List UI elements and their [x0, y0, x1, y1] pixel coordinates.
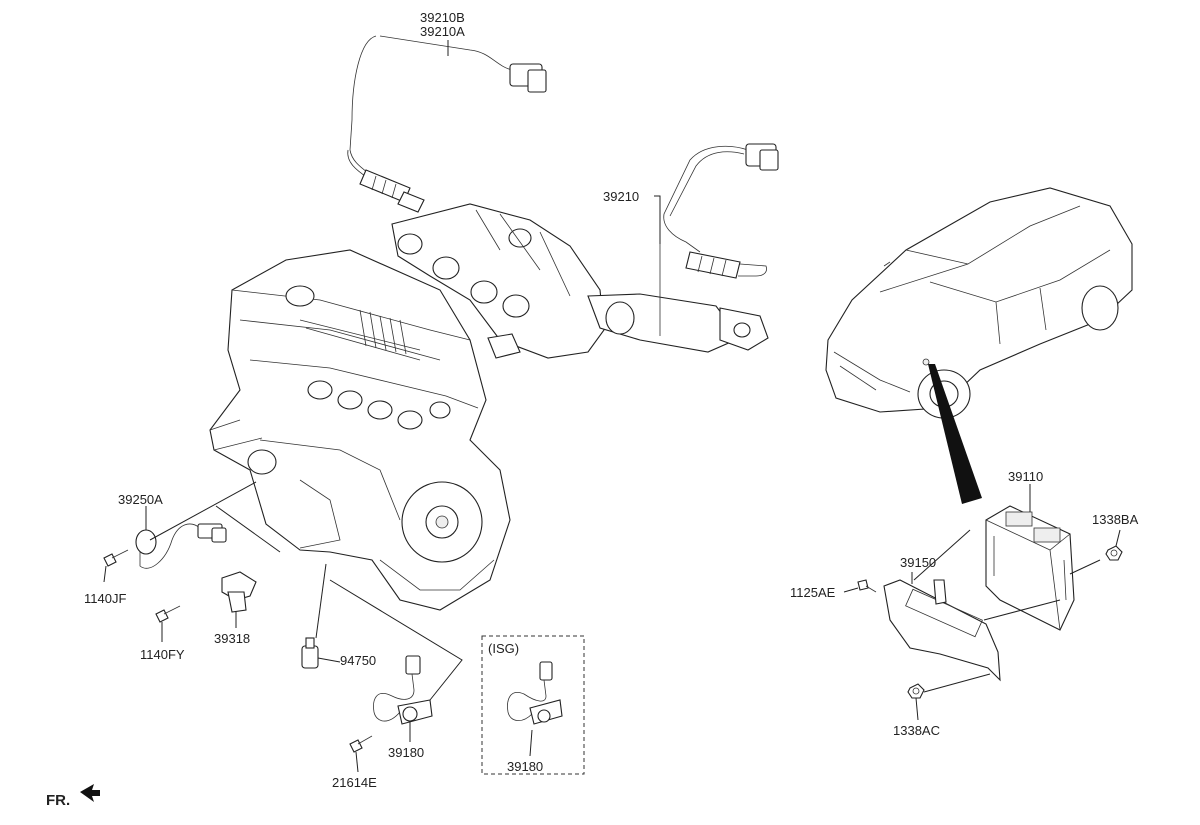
label-39180-isg: 39180 — [507, 759, 544, 774]
bolt-1140fy — [155, 605, 181, 623]
label-1338ba: 1338BA — [1092, 512, 1139, 527]
oxygen-sensor-downstream — [663, 143, 779, 279]
label-94750: 94750 — [340, 653, 377, 668]
ecm-bracket — [883, 579, 1001, 682]
bolt-21614e — [349, 735, 373, 753]
crank-position-sensor — [373, 655, 433, 725]
vehicle-outline — [825, 187, 1133, 419]
location-pointer — [928, 364, 982, 504]
bolt-1140jf — [103, 549, 129, 567]
bolt-1125ae — [857, 579, 877, 593]
cam-position-sensor — [221, 571, 257, 613]
exhaust-manifold — [391, 203, 769, 359]
label-isg: (ISG) — [488, 641, 520, 656]
front-direction-label: FR. — [46, 792, 71, 809]
label-21614e: 21614E — [332, 775, 377, 790]
label-39110: 39110 — [1008, 469, 1044, 484]
oxygen-sensor-upstream — [347, 35, 547, 213]
label-39318: 39318 — [214, 631, 251, 646]
label-39210: 39210 — [603, 189, 640, 204]
label-39210b: 39210B — [420, 10, 465, 25]
label-1338ac: 1338AC — [893, 723, 940, 738]
leader-lines — [103, 40, 1121, 773]
front-arrow-icon — [80, 784, 100, 802]
nut-1338ac — [907, 683, 925, 699]
label-1140jf: 1140JF — [84, 591, 127, 606]
label-39210a: 39210A — [420, 24, 465, 39]
engine-assembly — [209, 249, 511, 611]
ecm-unit — [985, 505, 1075, 631]
oil-pressure-switch — [301, 637, 319, 669]
label-39250a: 39250A — [118, 492, 163, 507]
label-1140fy: 1140FY — [140, 647, 185, 662]
label-39180: 39180 — [388, 745, 425, 760]
isg-box — [481, 635, 585, 775]
crank-position-sensor-isg — [507, 661, 563, 725]
label-39150: 39150 — [900, 555, 937, 570]
label-1125ae: 1125AE — [790, 585, 836, 600]
knock-sensor — [135, 523, 227, 569]
nut-1338ba — [1105, 545, 1123, 561]
